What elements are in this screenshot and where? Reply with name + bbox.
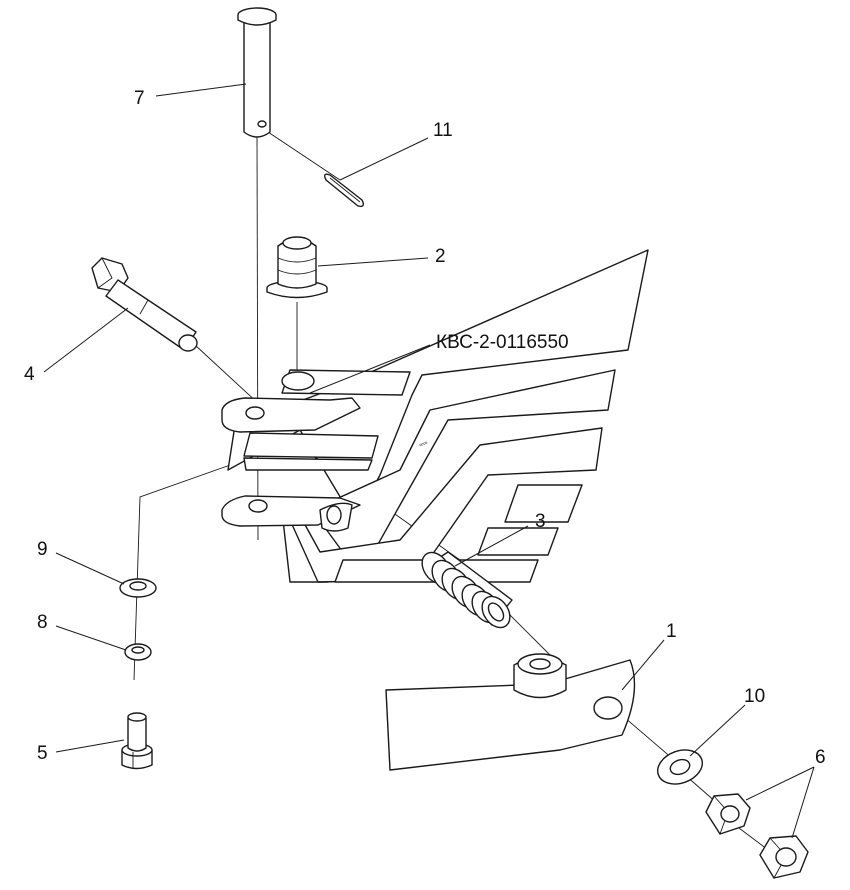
callout-6: 6 bbox=[815, 747, 826, 768]
leader-11 bbox=[339, 137, 429, 181]
callout-4: 4 bbox=[24, 364, 35, 385]
callout-7: 7 bbox=[134, 88, 145, 109]
part-code-label: КВС-2-0116550 bbox=[436, 332, 569, 353]
slot-rect-4 bbox=[504, 484, 583, 523]
leader-5 bbox=[55, 739, 125, 753]
bolt-4 bbox=[91, 257, 198, 352]
svg-text:∞∞: ∞∞ bbox=[419, 440, 429, 449]
callout-2: 2 bbox=[435, 246, 446, 267]
spring-3 bbox=[421, 551, 513, 629]
callout-11: 11 bbox=[433, 120, 453, 141]
callout-9: 9 bbox=[37, 539, 48, 560]
leader-7 bbox=[155, 83, 247, 97]
lever-plate-1 bbox=[385, 653, 636, 771]
leader-10 bbox=[689, 704, 746, 757]
pin-7 bbox=[237, 7, 277, 138]
leader-6b bbox=[791, 766, 815, 839]
nut-6a bbox=[705, 793, 751, 835]
leader-9 bbox=[55, 552, 125, 585]
callout-8: 8 bbox=[37, 612, 48, 633]
callout-1: 1 bbox=[666, 621, 677, 642]
leader-1 bbox=[621, 639, 665, 691]
washer-8 bbox=[124, 643, 152, 661]
callout-10: 10 bbox=[744, 686, 766, 707]
slot-rect-3 bbox=[243, 457, 373, 471]
leader-2 bbox=[317, 257, 429, 267]
slot-rect-5 bbox=[477, 527, 559, 556]
leader-6a bbox=[745, 766, 815, 801]
leader-code bbox=[309, 344, 431, 394]
leader-8 bbox=[55, 625, 127, 651]
slot-rect-2 bbox=[243, 432, 379, 459]
bushing-2 bbox=[266, 236, 328, 299]
leader-lines bbox=[43, 83, 815, 839]
upper-lug-hole bbox=[281, 371, 315, 391]
washer-10 bbox=[657, 749, 703, 785]
leader-3 bbox=[454, 525, 529, 567]
nut-6b bbox=[759, 835, 809, 879]
frame-plate: ∞∞ bbox=[221, 249, 649, 583]
leader-4 bbox=[43, 307, 129, 373]
callout-5: 5 bbox=[37, 743, 48, 764]
washer-9 bbox=[119, 578, 157, 598]
callout-3: 3 bbox=[535, 511, 546, 532]
bolt-5 bbox=[121, 712, 153, 770]
frame-chevron-low bbox=[289, 427, 603, 583]
cotter-pin-11 bbox=[323, 173, 365, 208]
